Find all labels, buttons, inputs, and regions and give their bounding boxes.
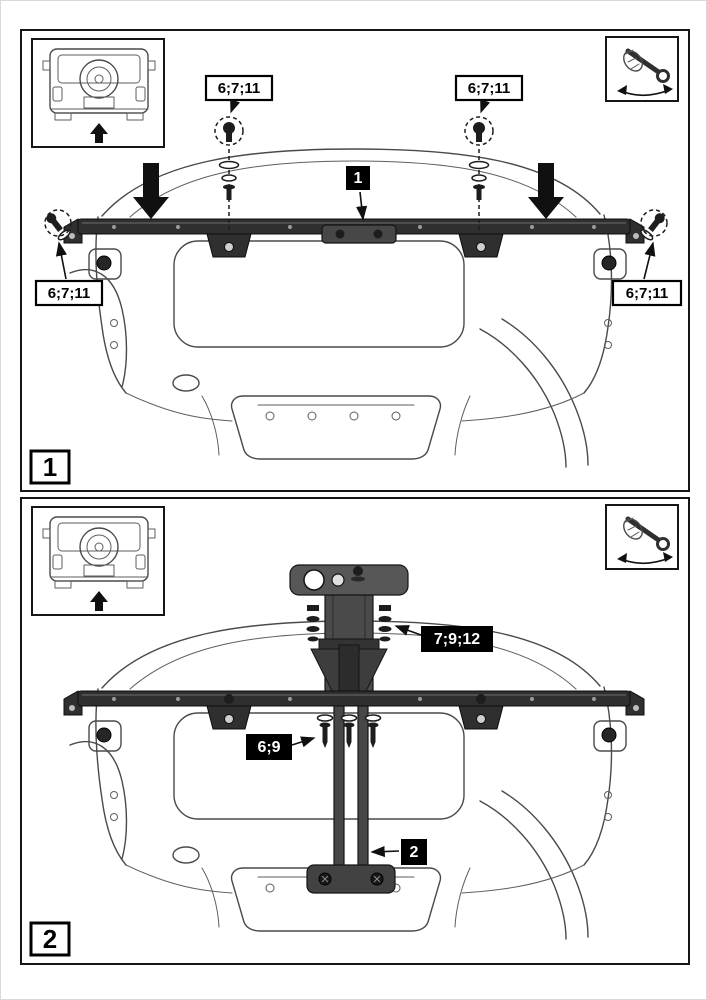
callout-hardware-upper: 7;9;12 (394, 625, 493, 652)
tow-bracket-assembly (289, 564, 409, 694)
sidewall-bolt-right (601, 727, 617, 743)
lower-screws (316, 714, 382, 748)
step-number-1: 1 (29, 449, 71, 485)
step-number-2-text: 2 (43, 924, 57, 954)
bumper-recess (230, 395, 442, 460)
license-plate-icon (83, 96, 115, 109)
part-1-label: 1 (346, 166, 370, 221)
vehicle-body-line-art (69, 148, 627, 468)
step-number-2: 2 (29, 921, 71, 957)
hand-icon (623, 50, 643, 72)
taillight-right-icon (135, 86, 146, 102)
up-arrow-icon (90, 591, 108, 611)
fastener-arc-left (44, 209, 72, 237)
vehicle-rear-view-inset (31, 38, 165, 148)
sidewall-bolt-right (601, 255, 617, 271)
crossbar-rivets (112, 697, 596, 701)
sidewall-bolt-left (96, 255, 112, 271)
fastener-set-top-right (464, 116, 494, 231)
license-plate-icon (83, 564, 115, 577)
top-bolt (353, 566, 363, 576)
step-number-1-text: 1 (43, 452, 57, 482)
part-2-text: 2 (410, 844, 419, 861)
callout-top-right: 6;7;11 (454, 74, 524, 114)
hardware-stack-right (378, 605, 392, 642)
taillight-left-icon (52, 554, 63, 570)
fastener-set-top-left (214, 116, 244, 231)
step-1-diagram: 6;7;11 6;7;11 6;7;11 6;7;11 1 (29, 36, 683, 485)
callout-side-left: 6;7;11 (34, 241, 104, 307)
press-down-arrow-left (133, 163, 169, 219)
crossbar (63, 218, 645, 271)
press-down-arrow-right (528, 163, 564, 219)
part-1-text: 1 (354, 170, 363, 187)
callout-hardware-upper-label: 7;9;12 (434, 631, 480, 648)
spare-wheel-icon (79, 59, 119, 99)
strap-bottom-plate (306, 864, 396, 894)
callout-top-right-label: 6;7;11 (468, 80, 511, 97)
tighten-tool-inset (605, 36, 679, 102)
sidewall-bolt-left (96, 727, 112, 743)
part-2-label: 2 (370, 839, 427, 865)
up-arrow-icon (90, 123, 108, 143)
center-bracket (321, 224, 397, 244)
callout-side-left-label: 6;7;11 (48, 285, 91, 302)
taillight-right-icon (135, 554, 146, 570)
wrench-icon (625, 516, 663, 544)
callout-hardware-lower: 6;9 (246, 734, 316, 760)
hardware-stack-left (306, 605, 320, 642)
callout-side-right: 6;7;11 (611, 241, 683, 307)
ball-hole (303, 569, 325, 591)
callout-side-right-label: 6;7;11 (626, 285, 669, 302)
callout-hardware-lower-label: 6;9 (257, 739, 280, 756)
step-2-diagram: 7;9;12 6;9 2 (29, 504, 679, 957)
interior-trim-panel (173, 712, 465, 820)
crossbar (63, 690, 645, 743)
step-panel-1: 6;7;11 6;7;11 6;7;11 6;7;11 1 (20, 29, 690, 492)
fastener-arc-right (640, 209, 668, 237)
bumper-recess (230, 867, 442, 932)
tighten-tool-inset (605, 504, 679, 570)
step-panel-2: 7;9;12 6;9 2 (20, 497, 690, 965)
wrench-icon (625, 48, 663, 76)
taillight-left-icon (52, 86, 63, 102)
vehicle-rear-view-inset (31, 506, 165, 616)
fastener-set-side-right (640, 213, 665, 241)
interior-trim-panel (173, 240, 465, 348)
spare-wheel-icon (79, 527, 119, 567)
hand-icon (623, 518, 643, 540)
crossbar-beam (77, 690, 631, 707)
callout-top-left-label: 6;7;11 (218, 80, 261, 97)
callout-top-left: 6;7;11 (204, 74, 274, 114)
